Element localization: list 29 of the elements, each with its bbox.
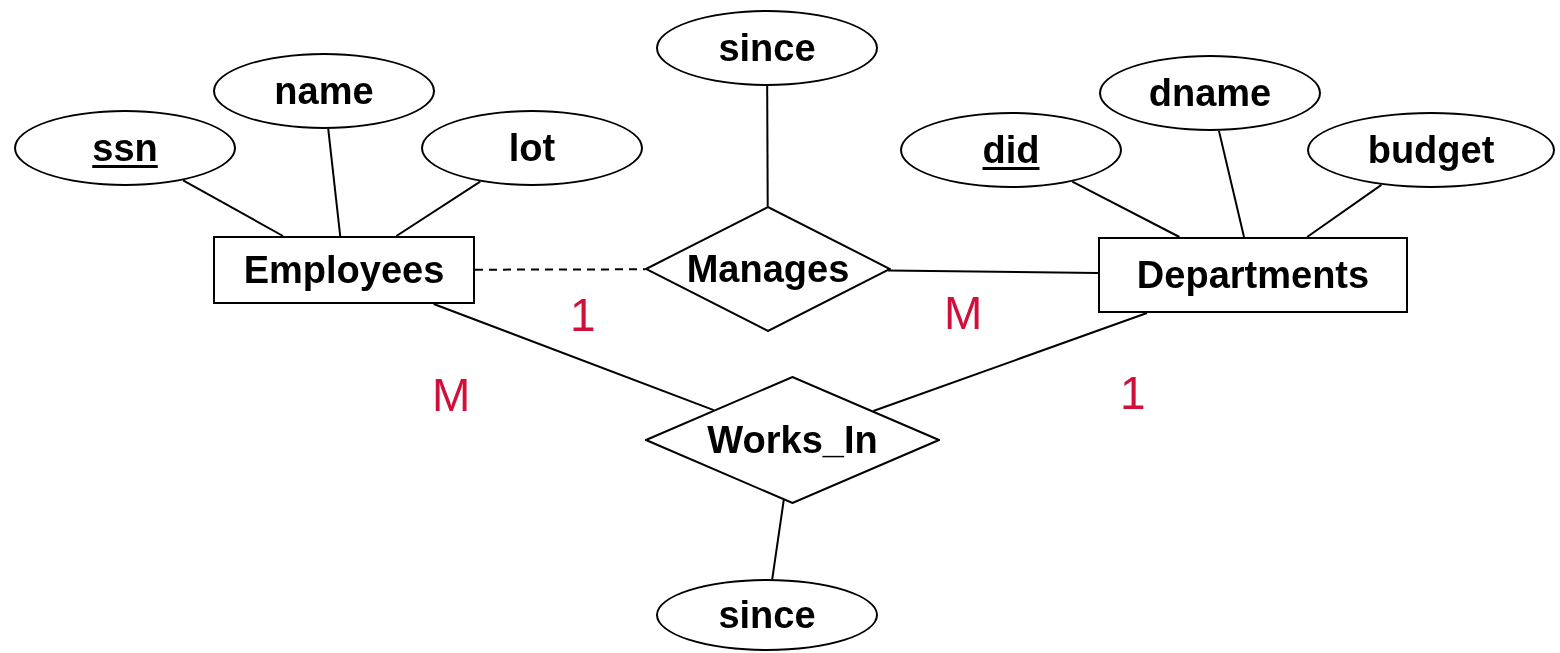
connector-line [182,179,284,237]
key-attribute-name: did [982,128,1040,172]
key-attribute-name: ssn [92,126,158,170]
connector-line [872,312,1148,413]
relationship-name: Works_In [707,418,878,462]
relationship-name: Manages [686,247,850,291]
entity-name: Departments [1136,253,1370,297]
cardinality-label: 1 [1120,370,1146,416]
entity-box [213,236,475,304]
entity-box [1098,237,1408,313]
cardinality-label: M [432,372,471,418]
connector-line [474,268,647,271]
connector-line [327,127,342,237]
connector-line [432,303,715,412]
connector-line [887,269,1099,275]
attribute-name: name [274,69,374,113]
connector-line [771,499,785,581]
cardinality-label: 1 [570,292,596,338]
attribute-name: since [718,593,816,637]
connector-line [395,180,482,237]
attribute-name: lot [508,126,556,170]
attribute-name: budget [1367,128,1495,172]
connector-line [766,85,769,208]
cardinality-label: M [944,290,983,336]
connector-line [1217,129,1245,238]
attribute-name: since [718,26,816,70]
connector-line [1071,180,1181,238]
entity-name: Employees [243,248,445,292]
attribute-name: dname [1148,71,1272,115]
